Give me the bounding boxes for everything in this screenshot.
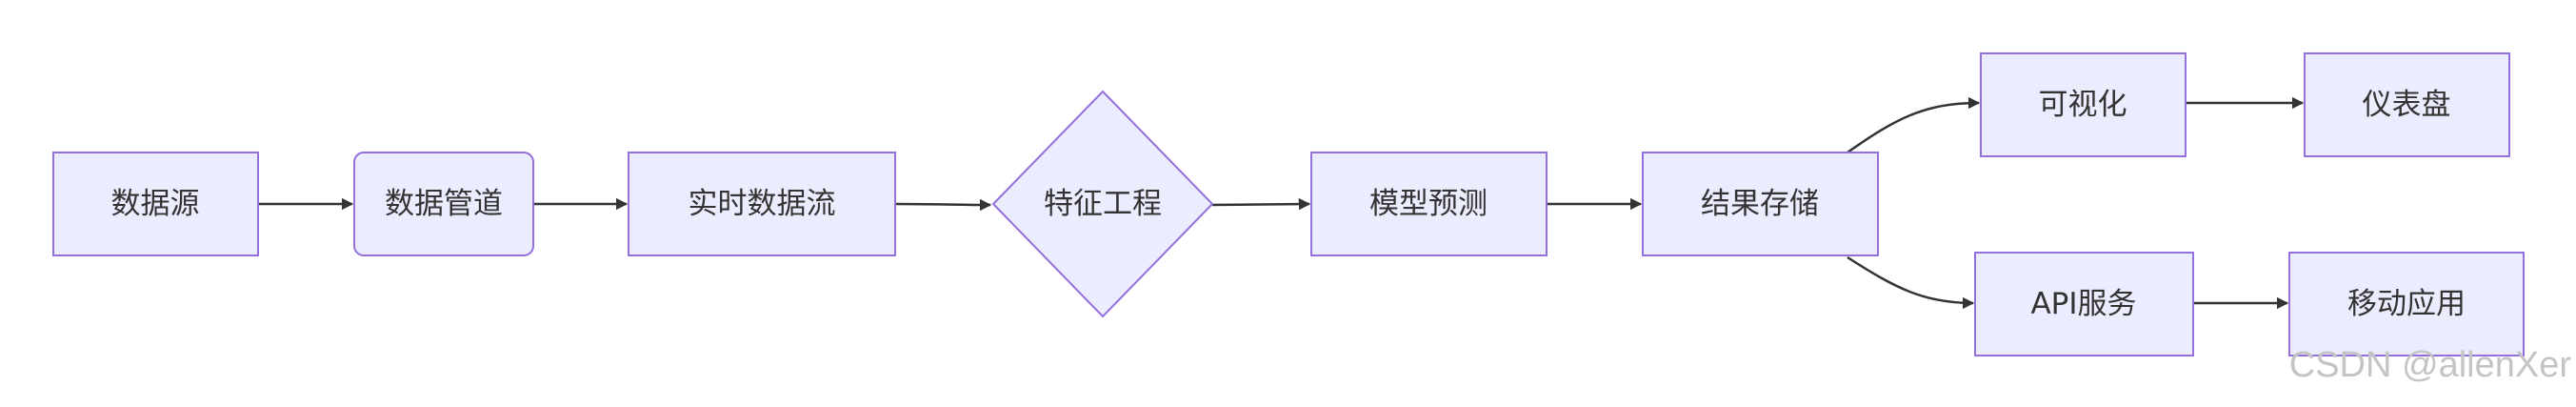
node-source-label: 数据源 xyxy=(111,187,200,221)
node-feature: 特征工程 xyxy=(991,90,1214,318)
edge-stream-feature xyxy=(894,198,992,212)
node-viz: 可视化 xyxy=(1980,52,2187,157)
watermark: CSDN @allenXer xyxy=(2289,345,2572,385)
node-stream-label: 实时数据流 xyxy=(689,187,836,221)
node-api-label: API服务 xyxy=(2030,287,2136,321)
node-mobile-label: 移动应用 xyxy=(2347,287,2466,321)
node-storage: 结果存储 xyxy=(1642,152,1879,256)
node-dashboard-label: 仪表盘 xyxy=(2363,88,2451,122)
edge-storage-viz xyxy=(1847,96,1981,154)
node-source: 数据源 xyxy=(52,152,259,256)
node-mobile: 移动应用 xyxy=(2288,252,2525,356)
node-model-label: 模型预测 xyxy=(1369,187,1488,221)
node-viz-label: 可视化 xyxy=(2039,88,2127,122)
edges xyxy=(258,96,2305,310)
node-pipeline-label: 数据管道 xyxy=(385,187,503,221)
node-pipeline: 数据管道 xyxy=(353,152,534,256)
node-feature-label: 特征工程 xyxy=(1044,187,1162,221)
node-model: 模型预测 xyxy=(1310,152,1548,256)
edge-feature-model xyxy=(1211,197,1311,211)
edge-storage-api xyxy=(1847,255,1975,310)
node-stream: 实时数据流 xyxy=(628,152,896,256)
node-storage-label: 结果存储 xyxy=(1701,187,1819,221)
node-api: API服务 xyxy=(1974,252,2194,356)
node-dashboard: 仪表盘 xyxy=(2304,52,2510,157)
